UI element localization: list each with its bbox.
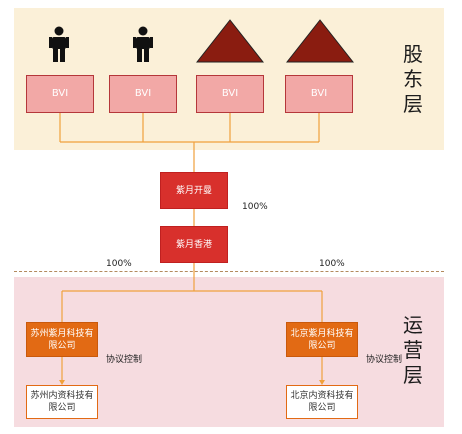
right-ownership-pct: 100%	[319, 259, 345, 269]
operating-layer-label: 运营层	[403, 313, 423, 387]
shareholder-layer-label: 股东层	[403, 42, 423, 116]
cayman-company-box: 紫月开曼	[160, 172, 228, 209]
cayman-ownership-pct: 100%	[242, 202, 268, 212]
person-icon	[133, 26, 153, 62]
triangle-icon	[196, 19, 264, 63]
vie-left-box: 苏州内资科技有限公司	[26, 385, 98, 419]
left-ownership-pct: 100%	[106, 259, 132, 269]
bvi-box: BVI	[26, 75, 94, 113]
agreement-control-left: 协议控制	[106, 355, 143, 365]
triangle-icon	[286, 19, 354, 63]
vie-right-box: 北京内资科技有限公司	[286, 385, 358, 419]
bvi-box: BVI	[196, 75, 264, 113]
bvi-box: BVI	[285, 75, 353, 113]
hongkong-company-box: 紫月香港	[160, 226, 228, 263]
person-icon	[49, 26, 69, 62]
wfoe-left-box: 苏州紫月科技有限公司	[26, 322, 98, 357]
agreement-control-right: 协议控制	[366, 355, 403, 365]
wfoe-right-box: 北京紫月科技有限公司	[286, 322, 358, 357]
bvi-box: BVI	[109, 75, 177, 113]
layer-divider	[14, 271, 444, 272]
